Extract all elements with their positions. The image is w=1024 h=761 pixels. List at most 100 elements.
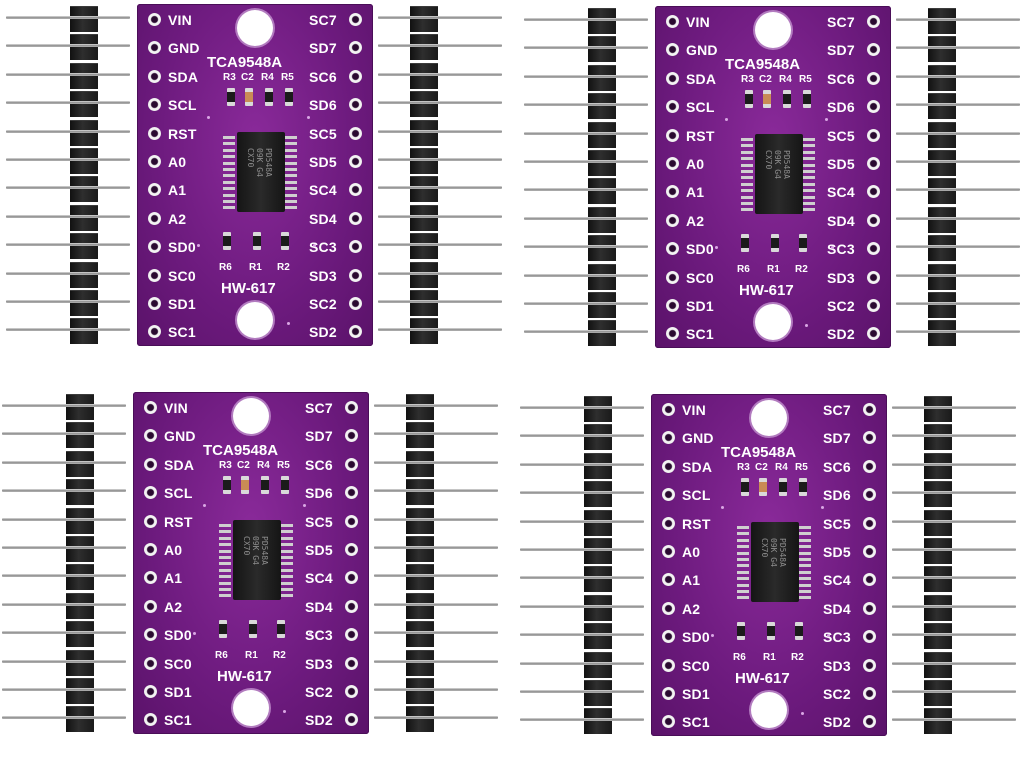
header-block <box>66 450 94 477</box>
header-pin <box>892 718 1016 722</box>
solder-pad <box>148 268 161 282</box>
header-block <box>588 292 616 318</box>
header-pin <box>374 432 498 436</box>
header-block <box>70 176 98 203</box>
header-pin <box>524 245 648 249</box>
header-pin <box>6 72 130 76</box>
pin-label-right: SD5 <box>827 156 855 172</box>
resistor <box>227 88 235 106</box>
resistor <box>261 476 269 494</box>
pin-label-right: SD3 <box>309 267 337 284</box>
pin-label-left: SCL <box>168 97 197 114</box>
pin-label-right: SD3 <box>827 269 855 286</box>
header-block <box>584 651 612 678</box>
header-pin <box>524 216 648 220</box>
chip-marking: PD548A 09K G4 CX70 <box>760 538 787 567</box>
component-label: R5 <box>277 460 290 471</box>
pin-label-left: SCL <box>686 99 715 116</box>
mounting-hole-bottom <box>237 302 273 338</box>
header-block <box>928 206 956 233</box>
header-block <box>924 594 952 621</box>
solder-pad <box>345 543 358 556</box>
header-pin <box>896 188 1020 192</box>
pin-label-right: SC7 <box>305 400 333 416</box>
solder-pad <box>345 599 358 613</box>
header-pin <box>378 16 502 19</box>
solder-pad <box>349 13 362 26</box>
pin-label-left: SD1 <box>164 684 192 700</box>
solder-pad <box>666 327 679 341</box>
model-label: HW-617 <box>735 670 790 687</box>
header-pin <box>892 519 1016 523</box>
pin-label-right: SD2 <box>823 714 851 731</box>
header-block <box>70 204 98 231</box>
header-block <box>928 320 956 347</box>
solder-pad <box>148 13 161 26</box>
header-block <box>588 93 616 120</box>
pin-label-right: SD4 <box>827 212 855 229</box>
pin-header-left <box>520 394 644 735</box>
header-block <box>410 290 438 316</box>
pin-label-right: SC6 <box>309 68 337 85</box>
pin-label-right: SC5 <box>305 513 333 530</box>
component-label: R3 <box>219 460 232 471</box>
header-block <box>928 64 956 91</box>
solder-pad <box>662 658 675 672</box>
solder-pad <box>662 516 675 530</box>
header-pin <box>378 186 502 190</box>
header-pin <box>6 129 130 133</box>
solder-pad <box>148 126 161 140</box>
solder-pad <box>345 713 358 727</box>
solder-pad <box>349 69 362 83</box>
solder-pad <box>867 157 880 170</box>
header-block <box>406 394 434 420</box>
solder-pad <box>144 429 157 443</box>
header-pin <box>896 46 1020 50</box>
solder-pad <box>666 43 679 57</box>
chip-name-label: TCA9548A <box>721 444 797 461</box>
header-block <box>406 621 434 648</box>
model-label: HW-617 <box>217 668 272 685</box>
mounting-hole-top <box>237 10 273 46</box>
resistor <box>783 90 791 108</box>
pin-label-right: SC4 <box>827 184 855 201</box>
header-pin <box>2 716 126 720</box>
solder-pad <box>666 100 679 114</box>
header-block <box>66 479 94 506</box>
header-block <box>406 592 434 619</box>
pin-label-right: SD4 <box>823 600 851 617</box>
pin-label-right: SC5 <box>309 125 337 142</box>
header-pin <box>520 406 644 409</box>
pin-label-left: SCL <box>682 487 711 504</box>
solder-pad <box>345 571 358 585</box>
solder-pad <box>867 270 880 284</box>
solder-pad <box>863 630 876 644</box>
header-block <box>584 566 612 593</box>
via <box>805 324 808 327</box>
pin-label-left: SC1 <box>682 714 710 731</box>
header-block <box>588 206 616 233</box>
component-label: R1 <box>763 652 776 663</box>
header-block <box>66 706 94 733</box>
solder-pad <box>349 126 362 140</box>
model-label: HW-617 <box>221 280 276 297</box>
header-pin <box>2 602 126 606</box>
solder-pad <box>863 545 876 558</box>
component-label: R6 <box>737 264 750 275</box>
pin-label-right: SC7 <box>823 402 851 418</box>
header-pin <box>378 300 502 303</box>
via <box>827 634 830 637</box>
pin-label-left: A2 <box>682 600 701 617</box>
solder-pad <box>349 268 362 282</box>
via <box>825 118 828 121</box>
component-label: C2 <box>759 74 772 85</box>
capacitor <box>245 88 253 106</box>
header-pin <box>892 406 1016 409</box>
solder-pad <box>666 128 679 142</box>
via <box>309 632 312 635</box>
header-block <box>70 119 98 146</box>
